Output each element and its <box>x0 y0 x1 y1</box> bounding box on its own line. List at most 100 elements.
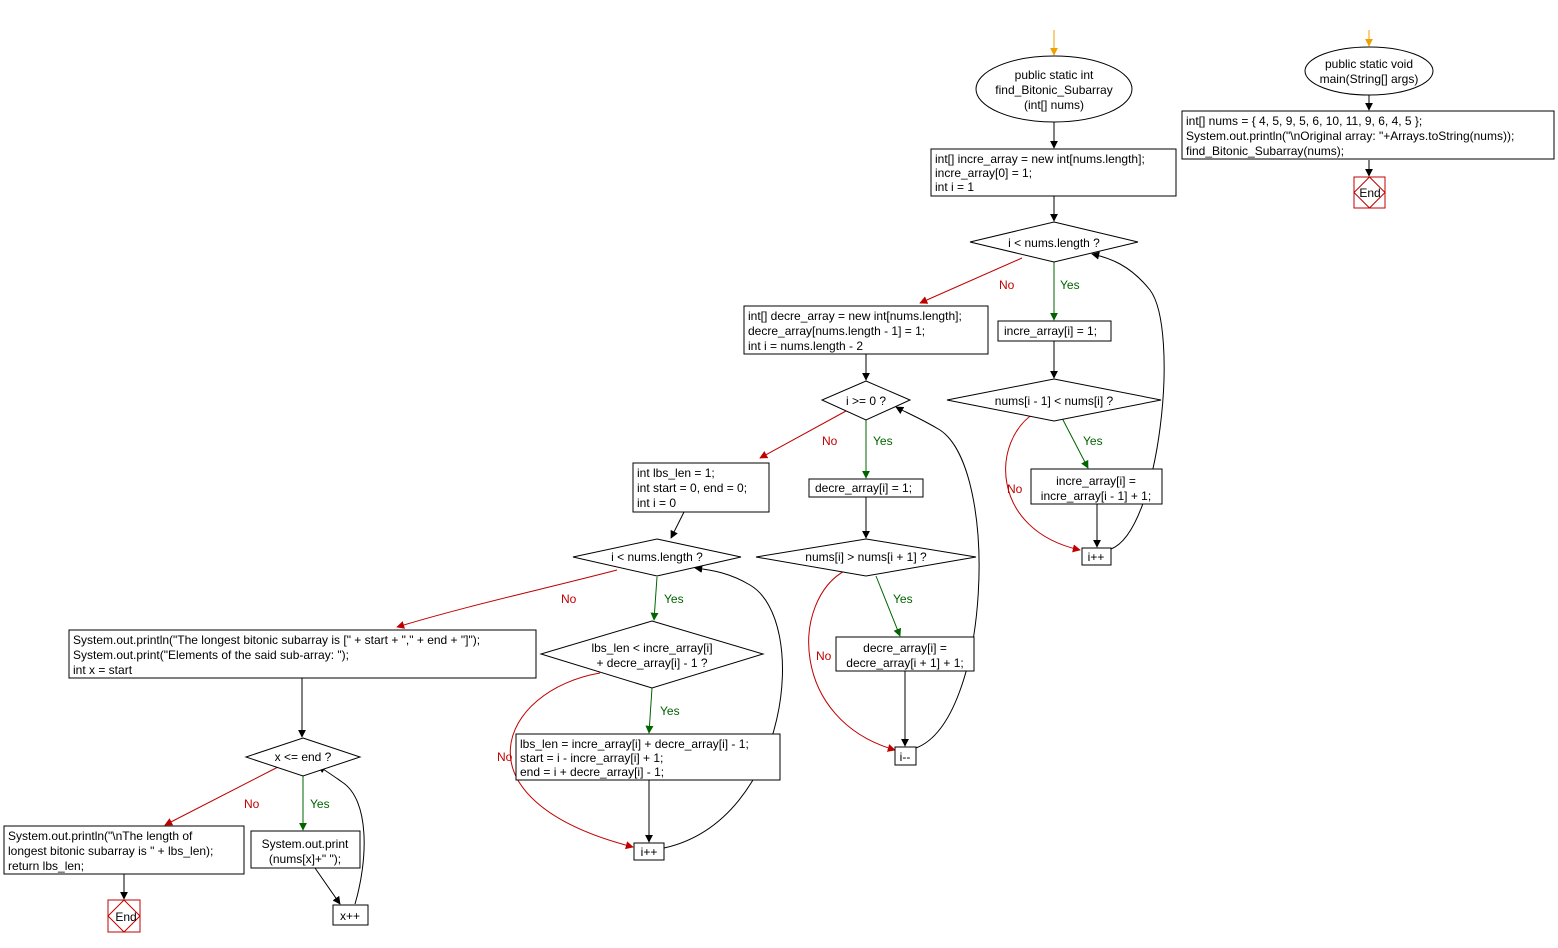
cond-incre-loop-no-label: No <box>999 278 1015 292</box>
cond-decre-cmp-no-label: No <box>816 649 832 663</box>
return-line-1: System.out.println("\nThe length of <box>8 829 193 843</box>
cond-incre-cmp-yes-label: Yes <box>1083 434 1103 448</box>
init-decre-node: int[] decre_array = new int[nums.length]… <box>743 305 989 355</box>
cond-incre-loop-node: i < nums.length ? <box>969 221 1139 263</box>
init-lbs-line-2: int start = 0, end = 0; <box>637 481 747 495</box>
print-elem-line-2: (nums[x]+" "); <box>269 852 341 866</box>
set-incre-label: incre_array[i] = 1; <box>1004 324 1097 338</box>
cond-incre-loop-label: i < nums.length ? <box>1008 236 1100 250</box>
cond-incre-cmp-label: nums[i - 1] < nums[i] ? <box>995 394 1114 408</box>
edge-cmp2-no <box>808 569 896 752</box>
init-lbs-line-1: int lbs_len = 1; <box>637 466 715 480</box>
main-body-node: int[] nums = { 4, 5, 9, 5, 6, 10, 11, 9,… <box>1181 110 1555 160</box>
func-end-node: End <box>107 899 141 933</box>
cond-lbs-loop-no-label: No <box>561 592 577 606</box>
main-start-line-1: public static void <box>1325 57 1413 71</box>
cond-print-loop-node: x <= end ? <box>244 737 362 777</box>
cond-decre-loop-label: i >= 0 ? <box>846 394 886 408</box>
cond-lbs-cmp-node: lbs_len < incre_array[i] + decre_array[i… <box>539 620 765 689</box>
update-lbs-line-3: end = i + decre_array[i] - 1; <box>520 765 664 779</box>
connectors <box>120 30 1373 905</box>
cond-lbs-loop-label: i < nums.length ? <box>611 550 703 564</box>
edge-cond3-yes <box>650 576 659 621</box>
update-decre-line-2: decre_array[i + 1] + 1; <box>846 656 963 670</box>
init-incre-line-1: int[] incre_array = new int[nums.length]… <box>935 152 1145 166</box>
edge-cond3-no <box>396 569 618 629</box>
return-node: System.out.println("\nThe length of long… <box>3 825 245 875</box>
init-incre-line-2: incre_array[0] = 1; <box>935 166 1032 180</box>
print-result-line-3: int x = start <box>73 663 133 677</box>
cond-incre-loop-yes-label: Yes <box>1060 278 1080 292</box>
edge-dec-back <box>895 406 980 749</box>
init-decre-line-2: decre_array[nums.length - 1] = 1; <box>748 324 925 338</box>
func-start-line-2: find_Bitonic_Subarray <box>995 83 1112 97</box>
init-incre-node: int[] incre_array = new int[nums.length]… <box>930 148 1177 197</box>
cond-lbs-cmp-yes-label: Yes <box>660 704 680 718</box>
func-start-line-1: public static int <box>1015 68 1094 82</box>
init-decre-line-3: int i = nums.length - 2 <box>748 339 863 353</box>
cond-decre-cmp-node: nums[i] > nums[i + 1] ? <box>755 538 977 577</box>
main-start-node: public static void main(String[] args) <box>1304 46 1434 96</box>
cond-incre-cmp-node: nums[i - 1] < nums[i] ? <box>946 378 1162 422</box>
cond-print-loop-yes-label: Yes <box>310 797 330 811</box>
print-result-node: System.out.println("The longest bitonic … <box>68 629 537 679</box>
inc-i-2-label: i++ <box>641 845 658 859</box>
print-result-line-2: System.out.print("Elements of the said s… <box>73 648 349 662</box>
set-incre-node: incre_array[i] = 1; <box>997 320 1112 342</box>
inc-x-label: x++ <box>340 909 360 923</box>
edge-cmp3-no <box>509 672 634 850</box>
update-decre-node: decre_array[i] = decre_array[i + 1] + 1; <box>835 636 975 672</box>
edge-cond2-no <box>759 410 847 459</box>
main-start-line-2: main(String[] args) <box>1320 72 1419 86</box>
nodes: public static void main(String[] args) i… <box>3 46 1555 933</box>
set-decre-node: decre_array[i] = 1; <box>808 478 924 498</box>
main-end-label: End <box>1359 186 1380 200</box>
cond-lbs-loop-node: i < nums.length ? <box>572 538 742 577</box>
cond-lbs-loop-yes-label: Yes <box>664 592 684 606</box>
cond-incre-cmp-no-label: No <box>1007 482 1023 496</box>
edge-init-lbs-cond <box>670 511 685 539</box>
main-end-node: End <box>1353 176 1386 209</box>
func-start-node: public static int find_Bitonic_Subarray … <box>975 55 1133 123</box>
edge-inc2-back <box>663 564 783 849</box>
print-result-line-1: System.out.println("The longest bitonic … <box>73 633 480 647</box>
dec-i-node: i-- <box>894 746 917 766</box>
update-incre-line-1: incre_array[i] = <box>1056 474 1136 488</box>
cond-lbs-cmp-line-2: + decre_array[i] - 1 ? <box>596 656 707 670</box>
update-lbs-node: lbs_len = incre_array[i] + decre_array[i… <box>515 733 781 781</box>
cond-lbs-cmp-line-1: lbs_len < incre_array[i] <box>591 641 712 655</box>
edge-cmp1-yes <box>1061 417 1089 469</box>
cond-decre-loop-yes-label: Yes <box>873 434 893 448</box>
update-incre-line-2: incre_array[i - 1] + 1; <box>1041 489 1151 503</box>
print-elem-line-1: System.out.print <box>262 837 349 851</box>
init-incre-line-3: int i = 1 <box>935 180 974 194</box>
inc-x-node: x++ <box>332 904 369 926</box>
dec-i-label: i-- <box>900 750 911 764</box>
main-body-line-3: find_Bitonic_Subarray(nums); <box>1186 144 1344 158</box>
edge-inc1-back <box>1091 251 1165 550</box>
init-decre-line-1: int[] decre_array = new int[nums.length]… <box>748 309 962 323</box>
cond-decre-loop-node: i >= 0 ? <box>820 380 912 421</box>
cond-decre-cmp-label: nums[i] > nums[i + 1] ? <box>805 550 927 564</box>
init-lbs-line-3: int i = 0 <box>637 496 676 510</box>
edge-cmp1-no <box>1005 411 1081 553</box>
cond-lbs-cmp-no-label: No <box>497 750 513 764</box>
update-incre-node: incre_array[i] = incre_array[i - 1] + 1; <box>1030 468 1163 505</box>
edge-inc-x-back <box>317 765 365 905</box>
inc-i-1-label: i++ <box>1088 550 1105 564</box>
edge-cmp3-yes <box>645 687 654 734</box>
inc-i-2-node: i++ <box>633 842 665 861</box>
edge-cmp2-yes <box>875 575 902 637</box>
update-decre-line-1: decre_array[i] = <box>863 641 947 655</box>
update-lbs-line-1: lbs_len = incre_array[i] + decre_array[i… <box>520 737 749 751</box>
edge-print-inc-x <box>314 867 341 905</box>
print-elem-node: System.out.print (nums[x]+" "); <box>250 830 361 869</box>
cond-decre-loop-no-label: No <box>822 434 838 448</box>
main-body-line-2: System.out.println("\nOriginal array: "+… <box>1186 129 1514 143</box>
main-body-line-1: int[] nums = { 4, 5, 9, 5, 6, 10, 11, 9,… <box>1186 114 1422 128</box>
return-line-3: return lbs_len; <box>8 859 84 873</box>
func-end-label: End <box>115 910 136 924</box>
inc-i-1-node: i++ <box>1081 547 1112 566</box>
return-line-2: longest bitonic subarray is " + lbs_len)… <box>8 844 213 858</box>
